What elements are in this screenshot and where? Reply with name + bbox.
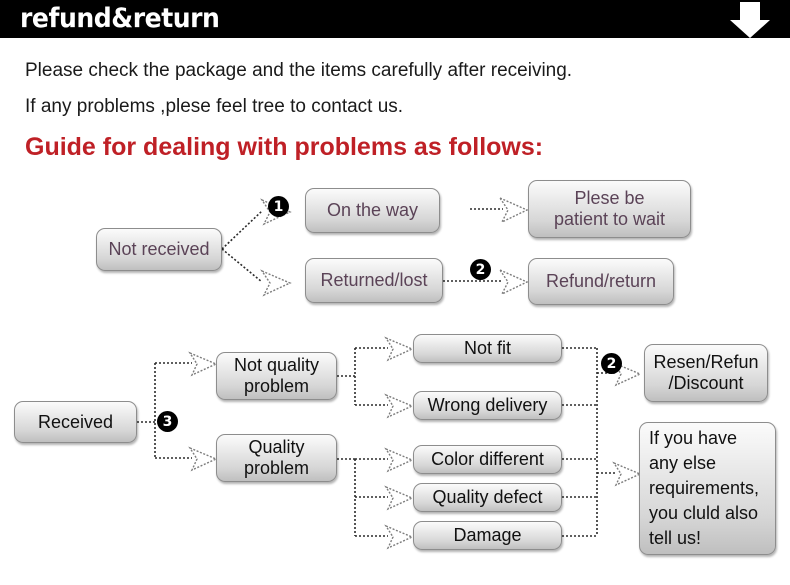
box-returned-lost[interactable]: Returned/lost: [305, 258, 443, 303]
box-plese-be-patient[interactable]: Plese be patient to wait: [528, 180, 691, 238]
box-requirements-line3: requirements,: [649, 478, 760, 498]
box-issue-wrong-delivery[interactable]: Wrong delivery: [413, 391, 562, 420]
box-requirements-line4: you cluld also: [649, 503, 759, 523]
guide-heading: Guide for dealing with problems as follo…: [25, 133, 544, 161]
box-plese-be-patient-line1: Plese be: [574, 188, 645, 208]
box-quality-problem-line2: problem: [243, 458, 310, 478]
box-requirements-line1: If you have: [649, 428, 738, 448]
badge-two-bottom: 2: [601, 353, 622, 374]
intro-line-2: If any problems ,plese feel tree to cont…: [25, 96, 404, 117]
box-received[interactable]: Received: [14, 401, 137, 443]
badge-three: 3: [157, 411, 178, 432]
box-issue-damage[interactable]: Damage: [413, 521, 562, 550]
down-arrow-icon: [730, 2, 770, 38]
badge-two-top: 2: [470, 259, 491, 280]
box-issue-color-different[interactable]: Color different: [413, 445, 562, 474]
box-not-received[interactable]: Not received: [96, 228, 222, 271]
box-quality-problem-line1: Quality: [248, 437, 305, 457]
box-not-quality-problem[interactable]: Not quality problem: [216, 352, 337, 400]
box-refund-return[interactable]: Refund/return: [528, 258, 674, 305]
badge-one: 1: [268, 196, 289, 217]
box-resend-refund-discount-line1: Resen/Refun: [653, 352, 759, 372]
box-requirements-line2: any else: [649, 453, 717, 473]
box-issue-quality-defect[interactable]: Quality defect: [413, 483, 562, 512]
box-plese-be-patient-line2: patient to wait: [553, 209, 666, 229]
box-on-the-way[interactable]: On the way: [305, 188, 440, 233]
intro-line-1: Please check the package and the items c…: [25, 60, 573, 81]
box-not-quality-problem-line1: Not quality: [233, 355, 320, 375]
header-bar: refund&return: [0, 0, 790, 38]
box-issue-not-fit[interactable]: Not fit: [413, 334, 562, 363]
page-title: refund&return: [20, 3, 220, 34]
box-resend-refund-discount-line2: /Discount: [668, 373, 744, 393]
box-requirements-line5: tell us!: [649, 528, 702, 548]
box-if-you-have-requirements[interactable]: If you have any else requirements, you c…: [639, 422, 776, 555]
box-not-quality-problem-line2: problem: [243, 376, 310, 396]
box-resend-refund-discount[interactable]: Resen/Refun /Discount: [644, 344, 768, 402]
box-quality-problem[interactable]: Quality problem: [216, 434, 337, 482]
